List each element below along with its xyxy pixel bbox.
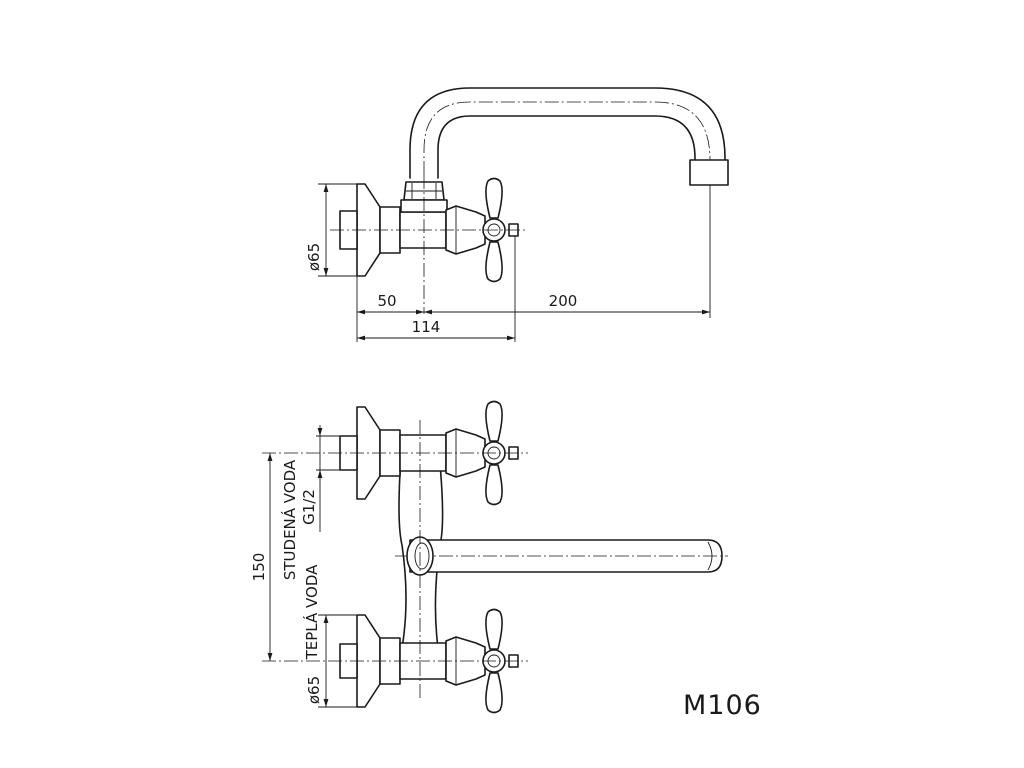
dim-thread: G1/2 [300,425,340,532]
side-view: ø65 50 200 114 [305,87,729,342]
cold-valve-assembly [262,400,528,506]
swivel-nut-detail [406,183,442,199]
dim-center-distance: 150 [250,453,273,661]
thread-label: G1/2 [300,489,318,525]
dim-flange-diameter-front: ø65 [305,614,357,708]
dim-50-label: 50 [377,292,396,310]
cold-water-label: STUDENÁ VODA [280,459,299,580]
center-distance-label: 150 [250,553,268,582]
flange-diameter-label-top: ø65 [305,243,323,271]
model-code: M106 [683,690,762,721]
dim-wall-to-axis: 50 [357,292,424,315]
hot-water-label: TEPLÁ VODA [302,564,321,661]
front-view: 150 G1/2 STUDENÁ VODA TEPLÁ VODA ø65 [250,400,728,714]
dim-total-depth: 114 [357,318,515,341]
dim-flange-diameter-top: ø65 [305,183,357,277]
dim-114-label: 114 [412,318,441,336]
spout-tube [409,87,726,179]
spout-centerline [423,101,711,175]
spout-tube-inner [437,115,696,179]
aerator [689,159,729,186]
dim-200-label: 200 [549,292,578,310]
hot-valve-assembly [262,608,528,714]
flange-diameter-label-front: ø65 [305,676,323,704]
dim-axis-to-spout: 200 [424,292,710,315]
